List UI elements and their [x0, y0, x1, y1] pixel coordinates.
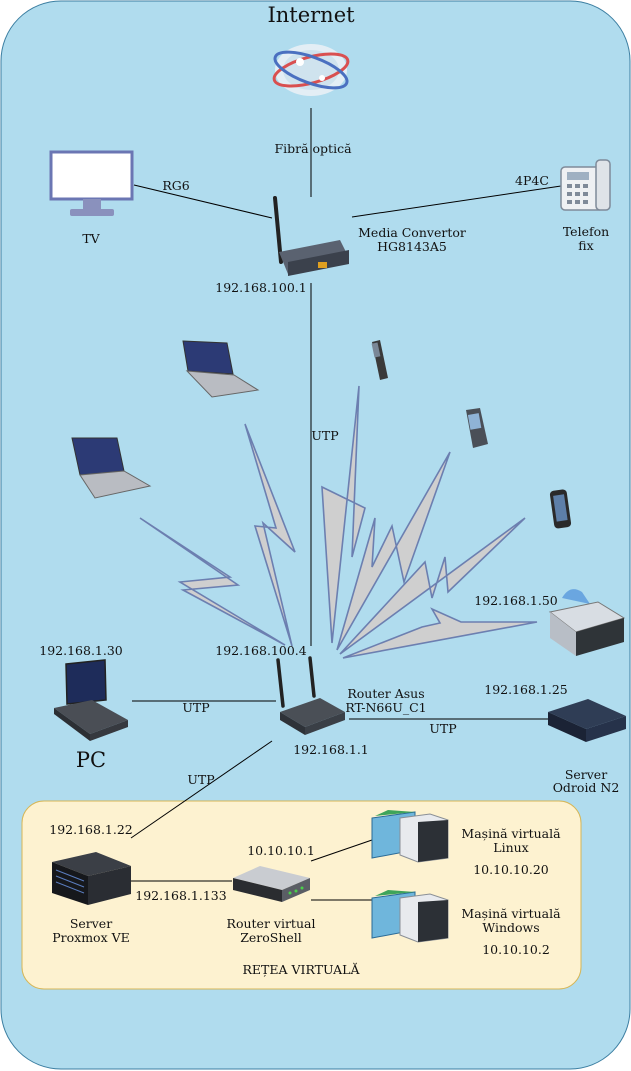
vm-linux-label-1: Mașină virtuală — [461, 826, 561, 841]
pc-ip: 192.168.1.30 — [39, 643, 123, 658]
rg6-line — [133, 184, 273, 219]
printer-ip: 192.168.1.50 — [474, 593, 558, 608]
virtual-network-label: REȚEA VIRTUALĂ — [243, 962, 361, 977]
proxmox-label-1: Server — [70, 916, 112, 931]
vm-windows-icon — [371, 890, 449, 943]
router-ip: 192.168.1.1 — [293, 742, 369, 757]
vm-linux-label-2: Linux — [493, 840, 528, 855]
tv-label: TV — [82, 231, 100, 246]
proxmox-link-ip: 192.168.1.133 — [135, 888, 226, 903]
utp-proxmox-line — [130, 740, 273, 839]
vm-windows-label-2: Windows — [482, 920, 539, 935]
modem-icon — [273, 196, 349, 276]
wireless-links — [139, 385, 538, 659]
phone-label-2: fix — [578, 238, 593, 253]
zeroshell-label-1: Router virtual — [227, 916, 316, 931]
vm-windows-ip: 10.10.10.2 — [482, 942, 550, 957]
globe-icon — [272, 44, 350, 96]
proxmox-server-icon — [52, 852, 131, 905]
odroid-label-1: Server — [565, 767, 607, 782]
wireless-bolt-laptop-top — [244, 423, 296, 647]
utp-vertical-label: UTP — [311, 428, 338, 443]
router-wan-ip: 192.168.100.4 — [215, 643, 306, 658]
wireless-bolt-phone3 — [339, 517, 526, 655]
odroid-ip: 192.168.1.25 — [484, 682, 568, 697]
modem-label-2: HG8143A5 — [377, 239, 447, 254]
modem-ip: 192.168.100.1 — [215, 280, 306, 295]
router-icon — [276, 656, 345, 735]
wireless-bolt-phone2 — [336, 451, 451, 651]
laptop-icon-2 — [71, 437, 152, 499]
router-label-1: Router Asus — [347, 686, 424, 701]
laptop-icon — [182, 340, 260, 398]
odroid-server-icon — [548, 699, 626, 742]
utp-pc-label: UTP — [182, 700, 209, 715]
proxmox-label-2: Proxmox VE — [52, 930, 130, 945]
wireless-bolt-phone1 — [321, 385, 366, 644]
pc-icon — [54, 659, 128, 741]
zeroshell-linux-line — [310, 839, 373, 862]
virtual-router-icon — [233, 866, 310, 902]
odroid-label-2: Odroid N2 — [553, 780, 620, 795]
mobile-phone-icon — [371, 340, 388, 380]
modem-label-1: Media Convertor — [358, 225, 466, 240]
utp-odroid-label: UTP — [429, 721, 456, 736]
vm-linux-icon — [371, 810, 449, 863]
rg6-label: RG6 — [162, 178, 189, 193]
utp-proxmox-label: UTP — [187, 772, 214, 787]
smartphone-icon — [466, 408, 488, 448]
vm-windows-label-1: Mașină virtuală — [461, 906, 561, 921]
wireless-bolt-laptop-left — [139, 517, 286, 646]
connections — [130, 108, 562, 901]
phone-label-1: Telefon — [563, 224, 609, 239]
zeroshell-ip: 10.10.10.1 — [247, 843, 315, 858]
proxmox-ip: 192.168.1.22 — [49, 822, 133, 837]
router-label-2: RT-N66U_C1 — [345, 700, 426, 715]
rj11-line — [351, 185, 562, 218]
pc-label: PC — [76, 748, 106, 772]
fiber-label: Fibră optică — [274, 141, 352, 156]
phone-icon — [560, 159, 611, 211]
zeroshell-label-2: ZeroShell — [240, 930, 302, 945]
printer-icon — [548, 589, 626, 656]
rj11-label: 4P4C — [515, 173, 549, 188]
iphone-icon — [549, 489, 572, 529]
diagram-title: Internet — [267, 3, 355, 27]
wireless-bolt-printer — [342, 607, 538, 659]
tv-icon — [49, 150, 134, 216]
vm-linux-ip: 10.10.10.20 — [473, 862, 549, 877]
